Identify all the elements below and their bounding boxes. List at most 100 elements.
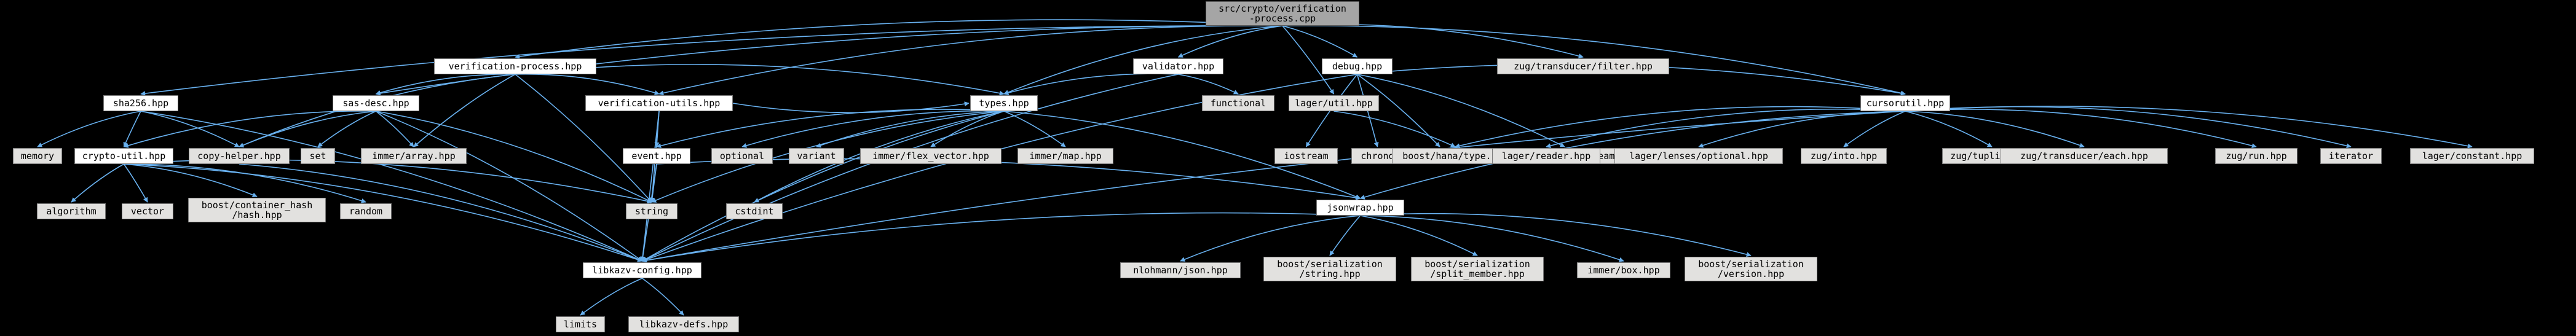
edge-jsonwrap-to-boostsplit: [1360, 215, 1478, 256]
graph-node-random[interactable]: random: [340, 203, 392, 219]
graph-node-root[interactable]: src/crypto/verification -process.cpp: [1206, 1, 1359, 26]
graph-node-zugrun[interactable]: zug/run.hpp: [2215, 148, 2297, 164]
edge-cryptoutil-to-string: [124, 159, 652, 204]
graph-node-event[interactable]: event.hpp: [623, 148, 690, 164]
edge-root-to-validator: [1177, 25, 1283, 58]
edge-libkazvcfg-to-libkazvdefs: [642, 278, 684, 316]
graph-node-boostsplit[interactable]: boost/serialization /split_member.hpp: [1411, 257, 1544, 281]
graph-node-verutils[interactable]: verification-utils.hpp: [585, 95, 733, 111]
graph-node-functional[interactable]: functional: [1202, 95, 1274, 111]
edge-sha256-to-libkazvcfg: [140, 111, 643, 262]
edge-sasdesc-to-set: [317, 111, 376, 147]
graph-node-types[interactable]: types.hpp: [970, 95, 1038, 111]
edge-verproc-to-string: [515, 74, 652, 203]
edge-cursorutil-to-zugrun: [1905, 109, 2257, 149]
edge-verproc-to-sasdesc: [375, 74, 516, 95]
graph-node-string[interactable]: string: [626, 203, 678, 219]
edge-cryptoutil-to-algorithm: [71, 163, 124, 203]
graph-node-filter[interactable]: zug/transducer/filter.hpp: [1497, 58, 1669, 74]
graph-node-lagerreader[interactable]: lager/reader.hpp: [1492, 148, 1600, 164]
graph-node-zugeach[interactable]: zug/transducer/each.hpp: [2001, 148, 2168, 164]
graph-node-immerbox[interactable]: immer/box.hpp: [1577, 262, 1670, 278]
edge-sasdesc-to-copyhelper: [239, 111, 376, 147]
edge-cursorutil-to-libkazvcfg: [641, 111, 1906, 263]
edge-sha256-to-cryptoutil: [123, 111, 141, 147]
edge-jsonwrap-to-boostserstr: [1329, 215, 1361, 256]
graph-node-lagerlens[interactable]: lager/lenses/optional.hpp: [1614, 148, 1783, 164]
edge-verproc-to-verutils: [515, 74, 660, 95]
edge-cursorutil-to-zugint: [1843, 111, 1906, 147]
edge-validator-to-types: [1003, 73, 1179, 95]
graph-node-zugint[interactable]: zug/into.hpp: [1801, 148, 1887, 164]
graph-node-iterator[interactable]: iterator: [2320, 148, 2382, 164]
graph-node-optional[interactable]: optional: [711, 148, 773, 164]
graph-node-verproc[interactable]: verification-process.hpp: [434, 58, 596, 74]
edge-jsonwrap-to-boostserver: [1360, 213, 1752, 257]
graph-node-lagerconst[interactable]: lager/constant.hpp: [2410, 148, 2534, 164]
edge-cursorutil-to-zugtuplify: [1905, 111, 1993, 147]
edge-types-to-variant: [816, 111, 1005, 148]
graph-node-set[interactable]: set: [301, 148, 335, 164]
edge-jsonwrap-to-nlohmann: [1180, 215, 1361, 262]
graph-node-boostserstr[interactable]: boost/serialization /string.hpp: [1263, 257, 1396, 281]
edge-root-to-verproc: [515, 19, 1283, 59]
edge-types-to-flexvector: [930, 111, 1005, 147]
edge-root-to-debug: [1282, 25, 1358, 58]
graph-node-variant[interactable]: variant: [789, 148, 844, 164]
graph-node-validator[interactable]: validator.hpp: [1133, 58, 1223, 74]
edge-jsonwrap-to-immerbox: [1360, 215, 1624, 262]
edge-cryptoutil-to-random: [124, 163, 366, 203]
graph-node-algorithm[interactable]: algorithm: [37, 203, 106, 219]
graph-node-cursorutil[interactable]: cursorutil.hpp: [1860, 95, 1950, 111]
edge-types-to-optional: [741, 110, 1005, 148]
edge-verutils-to-types: [732, 101, 970, 114]
edge-sha256-to-memory: [37, 111, 141, 147]
edge-verutils-to-libkazvcfg: [640, 111, 660, 262]
graph-node-memory[interactable]: memory: [13, 148, 62, 164]
graph-node-immerarray[interactable]: immer/array.hpp: [361, 148, 467, 164]
edge-cursorutil-to-zugeach: [1905, 111, 2085, 148]
graph-node-sha256[interactable]: sha256.hpp: [103, 95, 178, 111]
graph-node-sasdesc[interactable]: sas-desc.hpp: [333, 95, 419, 111]
edge-cursorutil-to-lagerconst: [1905, 106, 2473, 149]
edge-verutils-to-event: [654, 111, 660, 147]
graph-node-nlohmann[interactable]: nlohmann/json.hpp: [1120, 262, 1241, 278]
edge-sasdesc-to-immerarray: [376, 111, 414, 147]
edge-jsonwrap-to-libkazvcfg: [641, 212, 1361, 263]
graph-node-immermap[interactable]: immer/map.hpp: [1017, 148, 1113, 164]
edge-sasdesc-to-libkazvcfg: [376, 111, 643, 262]
edge-event-to-string: [649, 163, 657, 203]
graph-node-boostserver[interactable]: boost/serialization /version.hpp: [1685, 257, 1817, 281]
edge-cursorutil-to-hanatype: [1455, 106, 1906, 149]
edge-cryptoutil-to-vector: [123, 163, 148, 203]
graph-node-debug[interactable]: debug.hpp: [1322, 58, 1393, 74]
edge-debug-to-boostiostr: [1357, 74, 1565, 147]
graph-node-jsonwrap[interactable]: jsonwrap.hpp: [1316, 200, 1404, 216]
edge-sasdesc-to-cryptoutil: [123, 110, 376, 148]
edge-cryptoutil-to-boostch: [124, 163, 258, 198]
graph-node-libkazvdefs[interactable]: libkazv-defs.hpp: [628, 316, 739, 332]
graph-node-limits[interactable]: limits: [556, 316, 605, 332]
edge-types-to-libkazvcfg: [641, 111, 1005, 262]
graph-node-copyhelper[interactable]: copy-helper.hpp: [189, 148, 290, 164]
edge-sha256-to-copyhelper: [140, 111, 240, 147]
graph-node-cryptoutil[interactable]: crypto-util.hpp: [74, 148, 173, 164]
edge-libkazvcfg-to-limits: [580, 278, 642, 316]
edge-event-to-jsonwrap: [656, 158, 1361, 200]
edge-root-to-sha256: [140, 25, 1283, 96]
edge-cursorutil-to-lagerlens: [1698, 111, 1906, 148]
edge-verproc-to-immerarray: [413, 74, 516, 147]
graph-node-cstdint[interactable]: cstdint: [726, 203, 783, 219]
graph-node-vector[interactable]: vector: [122, 203, 173, 219]
edge-cursorutil-to-iterator: [1905, 106, 2352, 149]
graph-node-iostream[interactable]: iostream: [1274, 148, 1338, 164]
edge-types-to-event: [656, 109, 1005, 149]
graph-node-flexvector[interactable]: immer/flex_vector.hpp: [860, 148, 1002, 164]
edge-cursorutil-to-lagerreader: [1546, 108, 1906, 149]
graph-node-boostch[interactable]: boost/container_hash /hash.hpp: [188, 198, 326, 222]
graph-node-libkazvcfg[interactable]: libkazv-config.hpp: [583, 262, 701, 278]
graph-node-lagerutil[interactable]: lager/util.hpp: [1289, 95, 1379, 111]
edge-root-to-filter: [1282, 23, 1584, 59]
